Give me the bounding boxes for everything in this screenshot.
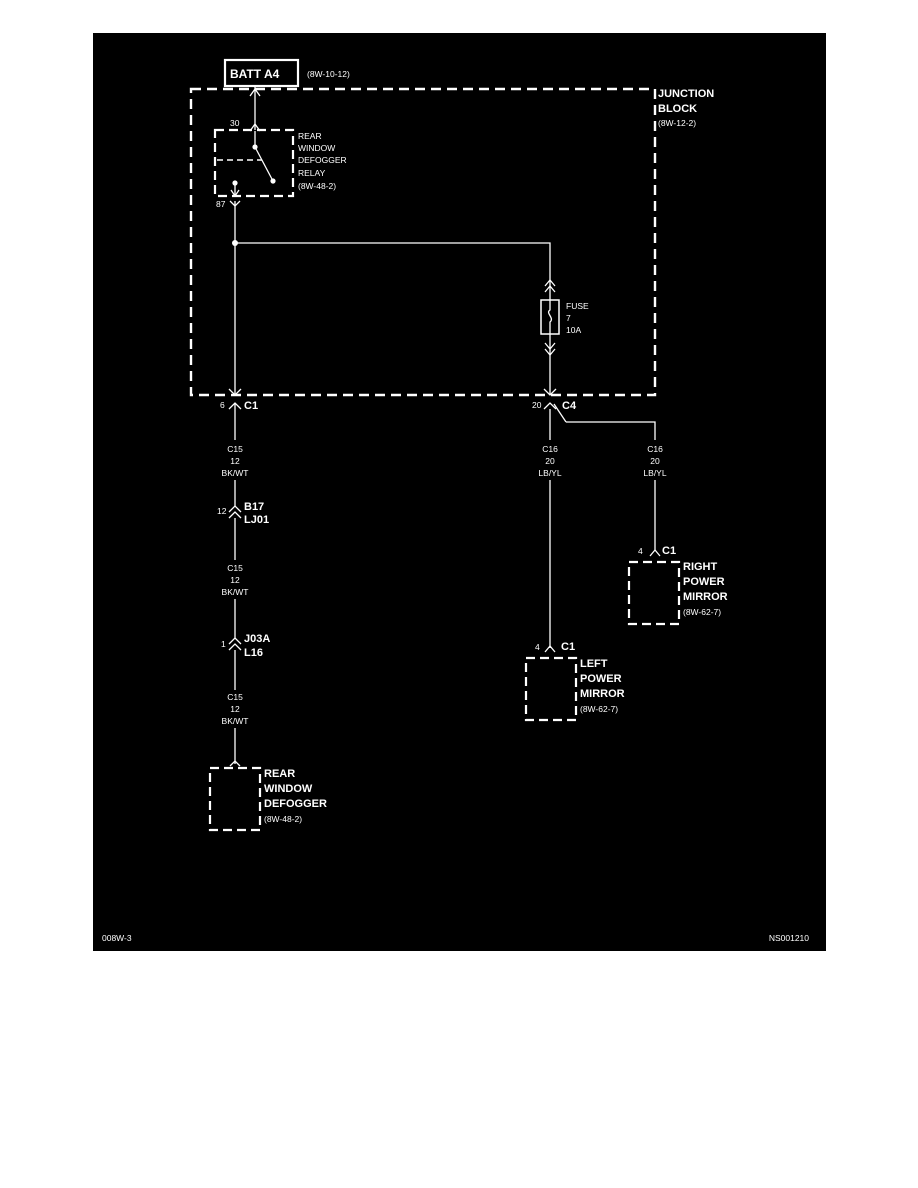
j03a-pin: 1: [221, 639, 226, 649]
b17-pin: 12: [217, 506, 227, 516]
c1-pin: 6: [220, 400, 225, 410]
rear-window-defogger-relay: 30 REAR WINDOW DEFOGGER RELAY (8W-48-2) …: [213, 118, 347, 209]
j03a-sub: L16: [244, 647, 263, 659]
junction-block: JUNCTION BLOCK (8W-12-2): [189, 87, 714, 397]
junction-label-1: JUNCTION: [658, 88, 714, 100]
left-mirror-pin: 4: [535, 642, 540, 652]
batt-ref: (8W-10-12): [307, 69, 350, 79]
b17-sub: LJ01: [244, 514, 269, 526]
relay-label-4: RELAY: [298, 168, 326, 178]
c4-name: C4: [562, 400, 577, 412]
junction-ref: (8W-12-2): [658, 118, 696, 128]
c16-right-color: LB/YL: [643, 468, 666, 478]
wire-label-c15-b: C15 12 BK/WT: [222, 563, 249, 597]
footer-left-code: 008W-3: [102, 933, 132, 943]
c16-right-gauge: 20: [650, 456, 660, 466]
fuse-7: FUSE 7 10A: [540, 278, 589, 395]
wire-label-c16-right: C16 20 LB/YL: [643, 444, 666, 478]
connector-j03a: 1 J03A L16: [221, 633, 270, 659]
defogger-label-2: WINDOW: [264, 783, 313, 795]
c15-c-gauge: 12: [230, 704, 240, 714]
c15-a-circuit: C15: [227, 444, 243, 454]
c16-left-gauge: 20: [545, 456, 555, 466]
rear-window-defogger: REAR WINDOW DEFOGGER (8W-48-2): [208, 766, 327, 832]
batt-label: BATT A4: [230, 67, 280, 81]
left-mirror-label-3: MIRROR: [580, 688, 625, 700]
defogger-ref: (8W-48-2): [264, 814, 302, 824]
relay-label-3: DEFOGGER: [298, 155, 347, 165]
right-mirror-label-3: MIRROR: [683, 591, 728, 603]
c15-a-gauge: 12: [230, 456, 240, 466]
connector-c4-junction: 20 C4: [532, 388, 577, 423]
connector-b17: 12 B17 LJ01: [217, 501, 269, 526]
diagram-background: [93, 33, 826, 951]
relay-pin-30: 30: [230, 118, 240, 128]
footer-right-code: NS001210: [769, 933, 809, 943]
left-mirror-label-2: POWER: [580, 673, 622, 685]
left-mirror-conn: C1: [561, 641, 575, 653]
left-mirror-label-1: LEFT: [580, 658, 608, 670]
batt-a4-source: BATT A4 (8W-10-12): [223, 58, 350, 88]
junction-label-2: BLOCK: [658, 103, 697, 115]
c4-pin: 20: [532, 400, 542, 410]
wire-label-c16-left: C16 20 LB/YL: [538, 444, 561, 478]
b17-name: B17: [244, 501, 264, 513]
relay-label-2: WINDOW: [298, 143, 335, 153]
defogger-label-3: DEFOGGER: [264, 798, 327, 810]
c15-a-color: BK/WT: [222, 468, 249, 478]
right-mirror-pin: 4: [638, 546, 643, 556]
fuse-label: FUSE: [566, 301, 589, 311]
right-mirror-label-1: RIGHT: [683, 561, 718, 573]
right-mirror-ref: (8W-62-7): [683, 607, 721, 617]
relay-pin-87: 87: [216, 199, 226, 209]
c16-left-circuit: C16: [542, 444, 558, 454]
left-power-mirror: 4 C1 LEFT POWER MIRROR (8W-62-7): [524, 641, 625, 722]
left-mirror-ref: (8W-62-7): [580, 704, 618, 714]
right-mirror-label-2: POWER: [683, 576, 725, 588]
right-power-mirror: 4 C1 RIGHT POWER MIRROR (8W-62-7): [627, 545, 728, 626]
c15-b-gauge: 12: [230, 575, 240, 585]
relay-ref: (8W-48-2): [298, 181, 336, 191]
wire-label-c15-a: C15 12 BK/WT: [222, 444, 249, 478]
c16-left-color: LB/YL: [538, 468, 561, 478]
fuse-rating: 10A: [566, 325, 581, 335]
c16-right-circuit: C16: [647, 444, 663, 454]
fuse-number: 7: [566, 313, 571, 323]
c15-c-circuit: C15: [227, 692, 243, 702]
c1-name: C1: [244, 400, 258, 412]
c15-b-color: BK/WT: [222, 587, 249, 597]
j03a-name: J03A: [244, 633, 270, 645]
relay-label-1: REAR: [298, 131, 322, 141]
wire-label-c15-c: C15 12 BK/WT: [222, 692, 249, 726]
c15-b-circuit: C15: [227, 563, 243, 573]
defogger-label-1: REAR: [264, 768, 295, 780]
right-mirror-conn: C1: [662, 545, 676, 557]
c15-c-color: BK/WT: [222, 716, 249, 726]
